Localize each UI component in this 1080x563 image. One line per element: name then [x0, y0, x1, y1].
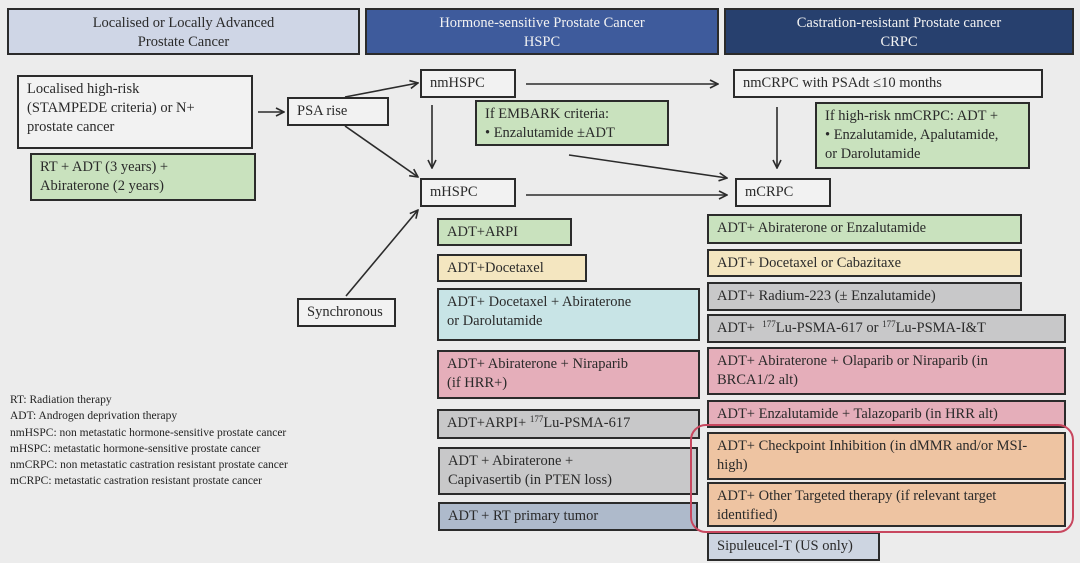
- legend-item: RT: Radiation therapy: [10, 394, 112, 406]
- text-line: Abiraterone (2 years): [40, 178, 164, 194]
- mhspc-treatment-capivasertib: ADT + Abiraterone + Capivasertib (in PTE…: [438, 447, 698, 495]
- text-line: Sipuleucel-T (US only): [717, 538, 853, 554]
- mhspc-treatment-adt-arpi: ADT+ARPI: [437, 218, 572, 246]
- text-line: ADT+ Docetaxel + Abiraterone: [447, 294, 632, 310]
- node-label: Synchronous: [307, 304, 383, 320]
- text-line: prostate cancer: [27, 119, 115, 135]
- text-line: or Darolutamide: [447, 313, 543, 329]
- text-line: (if HRR+): [447, 375, 508, 391]
- node-label: PSA rise: [297, 103, 348, 119]
- text-line: or Darolutamide: [825, 146, 921, 162]
- text-line: ADT + RT primary tumor: [448, 508, 599, 524]
- header-hspc: Hormone-sensitive Prostate Cancer HSPC: [365, 8, 719, 55]
- mcrpc-treatment-targeted: ADT+ Other Targeted therapy (if relevant…: [707, 482, 1066, 527]
- mcrpc-treatment-parp-brca: ADT+ Abiraterone + Olaparib or Niraparib…: [707, 347, 1066, 395]
- arrow-synchronous-to-mhspc: [345, 210, 418, 297]
- text-line: If high-risk nmCRPC: ADT +: [825, 108, 999, 124]
- mcrpc-treatment-talazoparib: ADT+ Enzalutamide + Talazoparib (in HRR …: [707, 400, 1066, 428]
- text-line: Capivasertib (in PTEN loss): [448, 472, 612, 488]
- text-line: (STAMPEDE criteria) or N+: [27, 100, 195, 116]
- text-line: identified): [717, 507, 778, 523]
- text-line: ADT+ Enzalutamide + Talazoparib (in HRR …: [717, 406, 998, 422]
- embark-note: If EMBARK criteria: • Enzalutamide ±ADT: [475, 100, 669, 146]
- nmcrpc-node: nmCRPC with PSAdt ≤10 months: [733, 69, 1043, 98]
- localised-treatment-box: RT + ADT (3 years) + Abiraterone (2 year…: [30, 153, 256, 201]
- mhspc-treatment-niraparib: ADT+ Abiraterone + Niraparib (if HRR+): [437, 350, 700, 399]
- header-hspc-line2: HSPC: [523, 34, 561, 50]
- mhspc-treatment-adt-docetaxel: ADT+Docetaxel: [437, 254, 587, 282]
- header-crpc-line2: CRPC: [880, 34, 918, 50]
- mcrpc-treatment-arpi: ADT+ Abiraterone or Enzalutamide: [707, 214, 1022, 244]
- synchronous-node: Synchronous: [297, 298, 396, 327]
- node-label: nmCRPC with PSAdt ≤10 months: [743, 75, 942, 91]
- mcrpc-node: mCRPC: [735, 178, 831, 207]
- header-localised-line1: Localised or Locally Advanced: [92, 15, 275, 31]
- nmhspc-node: nmHSPC: [420, 69, 516, 98]
- arrow-embark-to-mcrpc: [568, 154, 727, 178]
- text-line: ADT+ Abiraterone + Niraparib: [447, 356, 629, 372]
- legend-item: nmHSPC: non metastatic hormone-sensitive…: [10, 426, 287, 439]
- text-part: ADT+: [717, 320, 763, 336]
- localised-high-risk-box: Localised high-risk (STAMPEDE criteria) …: [17, 75, 253, 149]
- mcrpc-treatment-lu-psma: ADT+ 177Lu-PSMA-617 or 177Lu-PSMA-I&T: [707, 314, 1066, 343]
- text-part: ADT+ARPI+: [447, 415, 530, 431]
- mhspc-treatment-lu-psma: ADT+ARPI+ 177Lu-PSMA-617: [437, 409, 700, 439]
- text-line: ADT+ Abiraterone + Olaparib or Niraparib…: [717, 353, 988, 369]
- mcrpc-treatment-radium: ADT+ Radium-223 (± Enzalutamide): [707, 282, 1022, 311]
- text-line: • Enzalutamide, Apalutamide,: [825, 127, 999, 143]
- mhspc-treatment-triplet: ADT+ Docetaxel + Abiraterone or Daroluta…: [437, 288, 700, 341]
- mcrpc-treatment-taxane: ADT+ Docetaxel or Cabazitaxe: [707, 249, 1022, 277]
- text-line: ADT+ Radium-223 (± Enzalutamide): [717, 288, 936, 304]
- text-line: • Enzalutamide ±ADT: [485, 125, 615, 141]
- header-localised-line2: Prostate Cancer: [137, 34, 230, 50]
- text-line: ADT + Abiraterone +: [448, 453, 574, 469]
- mhspc-node: mHSPC: [420, 178, 516, 207]
- node-label: nmHSPC: [430, 75, 485, 91]
- text-part: Lu-PSMA-617 or: [775, 320, 883, 336]
- node-label: mCRPC: [745, 184, 794, 200]
- mcrpc-treatment-sipuleucel: Sipuleucel-T (US only): [707, 532, 880, 561]
- text-line: If EMBARK criteria:: [485, 106, 610, 122]
- psa-rise-node: PSA rise: [287, 97, 389, 126]
- isotope-superscript: 177: [529, 414, 544, 424]
- header-hspc-line1: Hormone-sensitive Prostate Cancer: [439, 15, 645, 31]
- legend-item: nmCRPC: non metastatic castration resist…: [10, 459, 288, 472]
- text-line: ADT+ Docetaxel or Cabazitaxe: [717, 255, 902, 271]
- abbreviation-legend: RT: Radiation therapy ADT: Androgen depr…: [10, 392, 288, 490]
- text-line: ADT+ Checkpoint Inhibition (in dMMR and/…: [717, 438, 1028, 454]
- arrow-psa-to-mhspc: [344, 125, 418, 177]
- text-line: RT + ADT (3 years) +: [40, 159, 169, 175]
- header-crpc-line1: Castration-resistant Prostate cancer: [796, 15, 1002, 31]
- text-line: high): [717, 457, 748, 473]
- text-part: Lu-PSMA-I&T: [895, 320, 986, 336]
- legend-item: mCRPC: metastatic castration resistant p…: [10, 475, 262, 488]
- arrow-psa-to-nmhspc: [344, 83, 418, 98]
- highlight-outline: [690, 424, 1074, 533]
- text-line: ADT+ Abiraterone or Enzalutamide: [717, 220, 927, 236]
- text-line: Localised high-risk: [27, 81, 140, 97]
- text-line: ADT+Docetaxel: [447, 260, 544, 276]
- text-line: ADT+ Other Targeted therapy (if relevant…: [717, 488, 997, 504]
- text-line: BRCA1/2 alt): [717, 372, 798, 388]
- header-localised: Localised or Locally Advanced Prostate C…: [7, 8, 360, 55]
- text-part: Lu-PSMA-617: [543, 415, 631, 431]
- high-risk-nmcrpc-note: If high-risk nmCRPC: ADT + • Enzalutamid…: [815, 102, 1030, 169]
- mcrpc-treatment-checkpoint: ADT+ Checkpoint Inhibition (in dMMR and/…: [707, 432, 1066, 480]
- isotope-superscript: 177: [882, 319, 896, 329]
- text-line: ADT+ARPI: [447, 224, 519, 240]
- mhspc-treatment-rt-primary: ADT + RT primary tumor: [438, 502, 698, 531]
- legend-item: mHSPC: metastatic hormone-sensitive pros…: [10, 442, 261, 455]
- header-crpc: Castration-resistant Prostate cancer CRP…: [724, 8, 1074, 55]
- legend-item: ADT: Androgen deprivation therapy: [10, 410, 178, 423]
- isotope-superscript: 177: [762, 319, 776, 329]
- node-label: mHSPC: [430, 184, 478, 200]
